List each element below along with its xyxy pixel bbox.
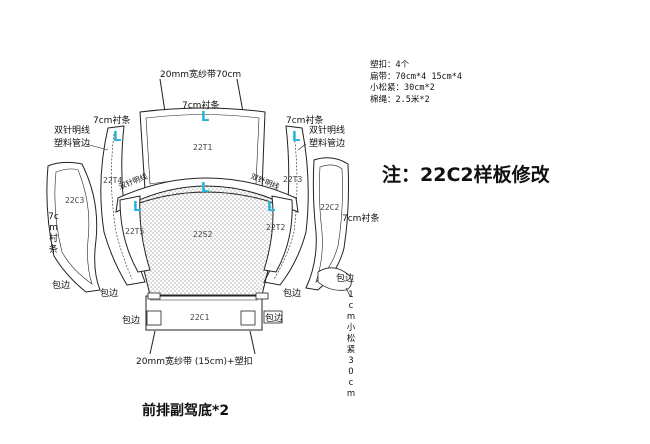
piece-code-22t3: 22T3 [283, 175, 303, 184]
bottom-strap-label: 20mm宽纱带 (15cm)+塑扣 [136, 357, 253, 367]
piece-22c2-inner [315, 164, 343, 283]
elastic-loop [317, 267, 352, 291]
right-lining-label: 7cm衬条 [286, 116, 324, 126]
piece-code-22t4: 22T4 [103, 176, 123, 185]
spec-line: 棉绳：2.5米*2 [370, 94, 430, 105]
piece-code-22t5: 22T5 [125, 227, 145, 236]
right-elastic-vertical-label: 1cm小松紧30cm [346, 290, 356, 399]
left-seam2-label: 塑料管边 [54, 139, 91, 149]
right-seam-label: 双针明线 [309, 126, 346, 136]
leader-right-seam [297, 143, 307, 151]
spec-line: 扁带：70cm*4 15cm*4 [370, 71, 463, 82]
spec-line: 塑扣：4个 [370, 60, 410, 70]
piece-22s2 [127, 185, 286, 296]
leader-left-seam [85, 143, 109, 151]
piece-code-22s2: 22S2 [193, 230, 213, 239]
grain-mark-top: L [201, 110, 210, 125]
bottom-strap-left-line [149, 330, 156, 355]
edge-label: 包边 [336, 274, 355, 284]
spec-line: 小松紧：30cm*2 [370, 83, 435, 93]
right-side-lining-label: 7cm衬条 [342, 214, 380, 224]
piece-code-22c2: 22C2 [320, 203, 340, 212]
revision-note: 注：22C2样板修改 [382, 164, 550, 186]
diagram-caption: 前排副驾底*2 [142, 403, 230, 419]
left-seam-label: 双针明线 [54, 126, 91, 136]
edge-label: 包边 [283, 289, 302, 299]
edge-label: 包边 [52, 281, 71, 291]
piece-22t5 [119, 195, 151, 273]
spec-block: 塑扣：4个 扁带：70cm*4 15cm*4 小松紧：30cm*2 棉绳：2.5… [370, 60, 462, 106]
piece-22t4-stitch [111, 133, 133, 280]
grain-mark-left-small: L [133, 200, 142, 215]
piece-22c3-inner [54, 168, 93, 285]
piece-22c3 [46, 161, 101, 293]
edge-tab-a [147, 292, 161, 300]
piece-code-22t2: 22T2 [266, 223, 286, 232]
edge-tab-c [263, 310, 283, 324]
top-lining-label: 7cm衬条 [182, 101, 220, 111]
edge-label: 包边 [100, 289, 119, 299]
piece-22t3 [263, 125, 309, 286]
grain-mark-right-strip: L [292, 130, 301, 145]
piece-22t2 [263, 195, 293, 273]
left-vertical-label: 7cm衬条 [48, 212, 59, 255]
piece-code-22c1: 22C1 [190, 313, 210, 322]
piece-22c1 [145, 295, 263, 331]
piece-code-22t1: 22T1 [193, 143, 213, 152]
edge-label: 包边 [122, 316, 141, 326]
top-strap-left-line [159, 78, 166, 113]
piece-code-22c3: 22C3 [65, 196, 85, 205]
grain-mark-left-strip: L [113, 130, 122, 145]
grain-mark-center: L [201, 181, 210, 196]
bottom-strap-right-line [249, 330, 256, 355]
top-strap-right-line [236, 78, 244, 113]
grain-mark-right-small: L [267, 200, 276, 215]
bottom-tab-left [146, 310, 162, 326]
top-strap-label: 20mm宽纱带70cm [160, 70, 242, 80]
right-seam2-label: 塑料管边 [309, 139, 346, 149]
bottom-tab-right [240, 310, 256, 326]
piece-22t3-stitch [273, 133, 298, 280]
edge-tab-b [255, 292, 269, 300]
elastic-line [345, 287, 351, 297]
left-lining-label: 7cm衬条 [93, 116, 131, 126]
edge-label: 包边 [265, 314, 284, 324]
